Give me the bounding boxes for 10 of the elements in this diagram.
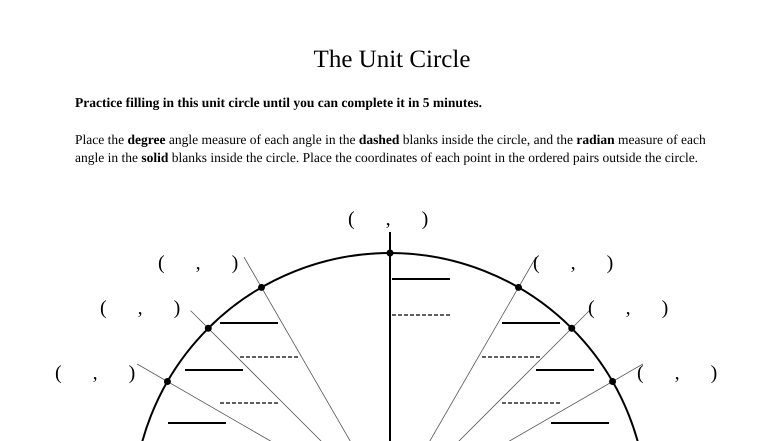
ordered-pair-blank: ( , ) — [637, 362, 718, 385]
ordered-pair-blank: ( , ) — [100, 297, 180, 320]
ordered-pair-blank: ( , ) — [533, 252, 614, 275]
instruction-heading: Practice filling in this unit circle until you can complete it in 5 minutes. — [75, 95, 482, 111]
ordered-pair-blank: ( , ) — [348, 208, 428, 231]
ordered-pair-blank: ( , ) — [55, 362, 136, 385]
ordered-pair-blank: ( , ) — [588, 297, 668, 320]
ordered-pair-blank: ( , ) — [158, 252, 238, 275]
instruction-paragraph: Place the degree angle measure of each angle in the dashed blanks inside the circle, and the radian measure of each angle in the solid blanks inside the circle. Place the coordinates of each point in the ordered pairs outside the circle. — [75, 131, 707, 167]
title: The Unit Circle — [312, 46, 472, 74]
